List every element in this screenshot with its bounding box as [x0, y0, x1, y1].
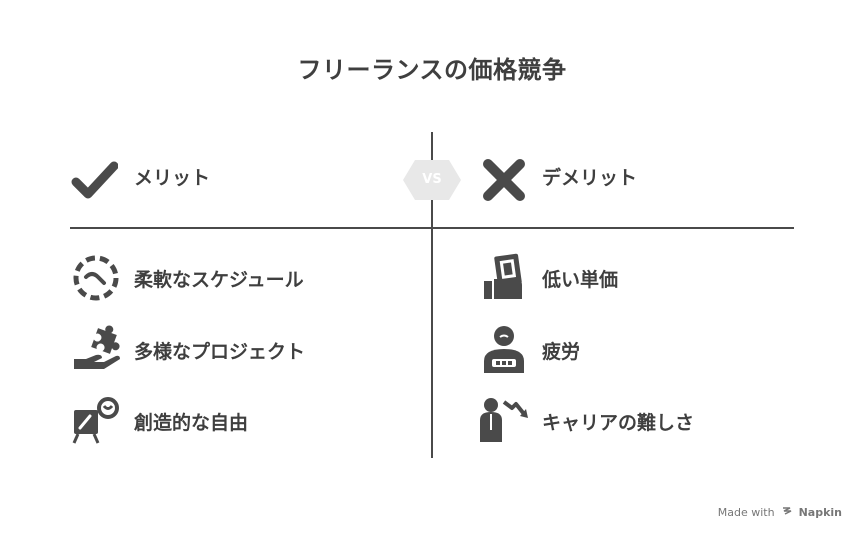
dashed-circle-clock-icon — [72, 253, 122, 303]
demerit-item-label: キャリアの難しさ — [542, 412, 695, 434]
demerits-header: デメリット — [542, 167, 638, 189]
page-title: フリーランスの価格競争 — [297, 56, 567, 84]
made-with-napkin: Made with Napkin — [718, 506, 842, 519]
merit-item-label: 多様なプロジェクト — [134, 341, 306, 363]
merit-item-label: 柔軟なスケジュール — [134, 269, 304, 291]
napkin-brand: Napkin — [798, 506, 842, 519]
demerit-item-label: 低い単価 — [542, 269, 619, 291]
vs-label: VS — [422, 172, 442, 187]
easel-painting-icon — [72, 396, 122, 446]
checkmark-icon — [70, 156, 119, 204]
horizontal-divider — [70, 227, 794, 229]
hand-puzzle-piece-icon — [72, 325, 122, 375]
hexagon-icon — [403, 160, 461, 200]
demerit-item-label: 疲労 — [542, 341, 581, 363]
vs-badge: VS — [403, 160, 461, 200]
merits-header: メリット — [134, 167, 211, 189]
merit-item-label: 創造的な自由 — [134, 412, 249, 434]
person-decline-arrow-icon — [480, 396, 530, 446]
made-with-label: Made with — [717, 506, 775, 519]
tired-person-icon — [480, 325, 530, 375]
x-mark-icon — [480, 156, 528, 204]
hand-money-icon — [480, 253, 530, 303]
napkin-logo-icon — [782, 506, 792, 519]
vertical-divider — [431, 132, 433, 458]
